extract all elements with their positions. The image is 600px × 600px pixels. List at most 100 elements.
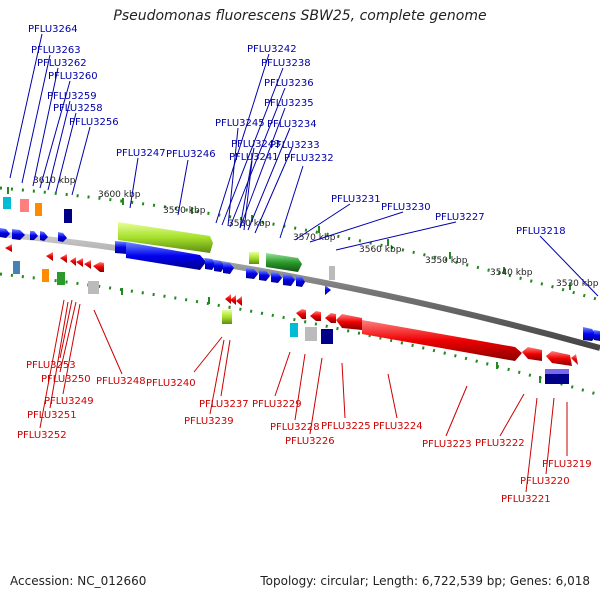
gene-arrow[interactable]	[225, 294, 231, 304]
gene-label-PFLU3243[interactable]: PFLU3243	[231, 139, 281, 150]
gene-arrow[interactable]	[271, 272, 282, 283]
gene-label-PFLU3222[interactable]: PFLU3222	[475, 438, 525, 449]
gene-label-PFLU3258[interactable]: PFLU3258	[53, 103, 103, 114]
gene-arrow[interactable]	[336, 314, 362, 330]
gene-arrow[interactable]	[230, 295, 236, 305]
gene-label-PFLU3237[interactable]: PFLU3237	[199, 399, 249, 410]
gene-label-PFLU3233[interactable]: PFLU3233	[270, 140, 320, 151]
gene-label-PFLU3238[interactable]: PFLU3238	[261, 58, 311, 69]
gene-label-PFLU3240[interactable]: PFLU3240	[146, 378, 196, 389]
tick-label-3560: 3560 kbp	[359, 245, 402, 255]
gene-arrow[interactable]	[46, 252, 53, 261]
gene-box[interactable]	[290, 323, 298, 337]
gene-label-PFLU3228[interactable]: PFLU3228	[270, 422, 320, 433]
gene-arrow[interactable]	[325, 285, 331, 295]
gene-label-PFLU3224[interactable]: PFLU3224	[373, 421, 423, 432]
gene-label-PFLU3223[interactable]: PFLU3223	[422, 439, 472, 450]
gene-arrow[interactable]	[522, 347, 542, 361]
gene-arrow[interactable]	[266, 253, 302, 272]
accession-text: Accession: NC_012660	[10, 574, 147, 588]
gene-label-PFLU3220[interactable]: PFLU3220	[520, 476, 570, 487]
gene-arrow[interactable]	[58, 232, 67, 242]
gene-label-PFLU3218[interactable]: PFLU3218	[516, 226, 566, 237]
gene-box[interactable]	[249, 252, 259, 264]
gene-arrow[interactable]	[325, 313, 336, 323]
gene-arrow[interactable]	[594, 330, 600, 341]
gene-box[interactable]	[222, 310, 232, 324]
gene-label-PFLU3241[interactable]: PFLU3241	[229, 152, 279, 163]
tick-label-3610: 3610 kbp	[33, 176, 76, 186]
gene-label-PFLU3242[interactable]: PFLU3242	[247, 44, 297, 55]
gene-arrow[interactable]	[205, 258, 216, 270]
gene-label-PFLU3256[interactable]: PFLU3256	[69, 117, 119, 128]
gene-box[interactable]	[305, 327, 317, 341]
tick-label-3530: 3530 kbp	[556, 279, 599, 289]
gene-label-PFLU3230[interactable]: PFLU3230	[381, 202, 431, 213]
gene-arrow[interactable]	[76, 258, 83, 267]
gene-arrow[interactable]	[246, 268, 258, 279]
gene-box[interactable]	[88, 281, 99, 294]
gene-label-PFLU3246[interactable]: PFLU3246	[166, 149, 216, 160]
gene-label-PFLU3249[interactable]: PFLU3249	[44, 396, 94, 407]
gene-box[interactable]	[35, 203, 42, 216]
gene-arrow[interactable]	[296, 309, 306, 319]
gene-arrow[interactable]	[571, 354, 578, 365]
gene-label-PFLU3250[interactable]: PFLU3250	[41, 374, 91, 385]
gene-arrow[interactable]	[84, 260, 91, 269]
gene-label-PFLU3236[interactable]: PFLU3236	[264, 78, 314, 89]
gene-arrow[interactable]	[214, 260, 225, 272]
gene-label-PFLU3235[interactable]: PFLU3235	[264, 98, 314, 109]
gene-box[interactable]	[20, 199, 29, 212]
gene-box[interactable]	[13, 261, 20, 274]
gene-label-PFLU3247[interactable]: PFLU3247	[116, 148, 166, 159]
gene-arrow[interactable]	[223, 262, 234, 274]
gene-arrow[interactable]	[5, 244, 12, 252]
gene-arrow[interactable]	[70, 257, 76, 266]
gene-arrow[interactable]	[362, 320, 522, 361]
gene-label-PFLU3259[interactable]: PFLU3259	[47, 91, 97, 102]
gene-label-PFLU3229[interactable]: PFLU3229	[252, 399, 302, 410]
gene-label-PFLU3264[interactable]: PFLU3264	[28, 24, 78, 35]
gene-label-PFLU3253[interactable]: PFLU3253	[26, 360, 76, 371]
gene-arrow[interactable]	[236, 296, 242, 306]
gene-arrow[interactable]	[259, 270, 270, 281]
gene-label-PFLU3221[interactable]: PFLU3221	[501, 494, 551, 505]
gene-label-PFLU3262[interactable]: PFLU3262	[37, 58, 87, 69]
gene-box[interactable]	[329, 266, 335, 280]
gene-label-PFLU3251[interactable]: PFLU3251	[27, 410, 77, 421]
gene-arrow[interactable]	[0, 228, 10, 238]
gene-box[interactable]	[42, 269, 49, 282]
gene-arrow[interactable]	[126, 242, 206, 270]
gene-arrow[interactable]	[118, 222, 213, 253]
gene-label-PFLU3245[interactable]: PFLU3245	[215, 118, 265, 129]
gene-arrow[interactable]	[60, 254, 67, 263]
gene-arrow[interactable]	[310, 311, 321, 321]
gene-arrow[interactable]	[296, 276, 305, 287]
gene-arrow[interactable]	[12, 229, 25, 240]
tick-label-3570: 3570 kbp	[293, 233, 336, 243]
gene-label-PFLU3227[interactable]: PFLU3227	[435, 212, 485, 223]
gene-label-PFLU3263[interactable]: PFLU3263	[31, 45, 81, 56]
gene-label-PFLU3239[interactable]: PFLU3239	[184, 416, 234, 427]
gene-arrow[interactable]	[283, 274, 295, 286]
gene-arrow[interactable]	[93, 262, 104, 272]
gene-label-PFLU3252[interactable]: PFLU3252	[17, 430, 67, 441]
gene-label-PFLU3260[interactable]: PFLU3260	[48, 71, 98, 82]
gene-arrow[interactable]	[546, 351, 572, 366]
gene-label-PFLU3248[interactable]: PFLU3248	[96, 376, 146, 387]
bottom-leader-lines	[39, 299, 568, 493]
gene-box[interactable]	[321, 329, 333, 344]
gene-arrow[interactable]	[30, 231, 38, 240]
gene-label-PFLU3219[interactable]: PFLU3219	[542, 459, 592, 470]
gene-label-PFLU3231[interactable]: PFLU3231	[331, 194, 381, 205]
gene-label-PFLU3225[interactable]: PFLU3225	[321, 421, 371, 432]
gene-box[interactable]	[64, 209, 72, 223]
gene-box[interactable]	[3, 197, 11, 209]
gene-box[interactable]	[57, 272, 65, 285]
gene-label-PFLU3232[interactable]: PFLU3232	[284, 153, 334, 164]
gene-arrow[interactable]	[583, 327, 597, 341]
gene-label-PFLU3226[interactable]: PFLU3226	[285, 436, 335, 447]
gene-arrow[interactable]	[40, 231, 48, 241]
gene-label-PFLU3234[interactable]: PFLU3234	[267, 119, 317, 130]
